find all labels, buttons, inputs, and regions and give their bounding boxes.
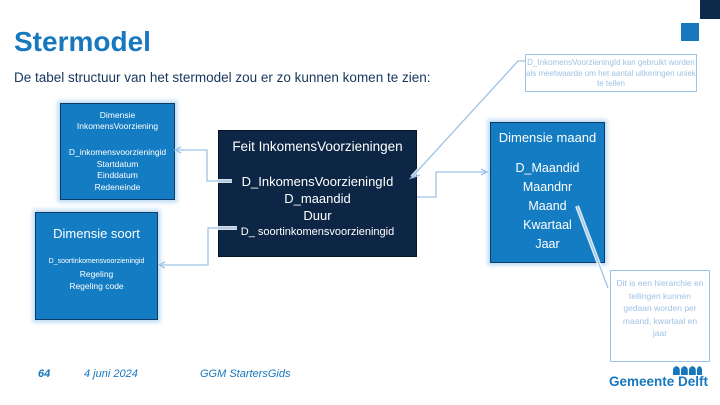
footer-date: 4 juni 2024 xyxy=(84,368,138,380)
table-field: D_inkomensvoorzieningid xyxy=(68,147,167,157)
delft-wave-icon xyxy=(673,366,702,375)
table-dim-inkomensvoorziening: Dimensie InkomensVoorziening D_inkomensv… xyxy=(60,103,175,200)
slide-subtitle: De tabel structuur van het stermodel zou… xyxy=(14,70,431,85)
table-header: Dimensie maand xyxy=(498,130,597,145)
table-header: Dimensie soort xyxy=(53,226,140,241)
table-field: Startdatum xyxy=(96,158,139,169)
table-header: Feit InkomensVoorzieningen xyxy=(232,139,403,154)
table-field: D_Maandid xyxy=(515,161,580,175)
page-number: 64 xyxy=(38,368,51,380)
table-feit-inkomensvoorzieningen: Feit InkomensVoorzieningen D_InkomensVoo… xyxy=(218,130,417,257)
table-field: D_InkomensVoorzieningId xyxy=(241,174,394,189)
table-field: Regeling xyxy=(79,269,114,279)
page-title: Stermodel xyxy=(14,26,151,57)
corner-square-blue-icon xyxy=(681,23,699,41)
table-dim-maand: Dimensie maand D_Maandid Maandnr Maand K… xyxy=(490,122,605,263)
table-header: Dimensie InkomensVoorziening xyxy=(61,104,174,132)
table-field: Jaar xyxy=(535,237,560,251)
table-field: D_soortinkomensvoorzieningid xyxy=(48,258,145,265)
table-header-line: Dimensie xyxy=(99,110,136,120)
table-field: Regeling code xyxy=(69,281,124,291)
table-field: D_ soortinkomensvoorzieningid xyxy=(240,226,395,238)
note-hierarchie: Dit is een hierarchie en tellingen kunne… xyxy=(610,270,710,362)
corner-square-dark-icon xyxy=(700,0,720,19)
table-header-line: InkomensVoorziening xyxy=(76,121,159,131)
table-field: Maand xyxy=(528,199,567,213)
note-meetwaarde: D_InkomensVoorzieningId kan gebruikt wor… xyxy=(525,54,697,92)
table-field: Redeneinde xyxy=(94,181,141,192)
table-dim-soort: Dimensie soort D_soortinkomensvoorzienin… xyxy=(35,212,158,320)
footer-document-title: GGM StartersGids xyxy=(200,368,291,380)
gemeente-delft-logo: Gemeente Delft xyxy=(598,364,708,389)
table-field: Kwartaal xyxy=(523,218,572,232)
table-field: Einddatum xyxy=(97,170,138,180)
table-field: Duur xyxy=(303,208,332,223)
table-field: Maandnr xyxy=(522,180,573,194)
table-field: D_maandid xyxy=(284,191,351,206)
logo-text: Gemeente Delft xyxy=(608,374,708,389)
